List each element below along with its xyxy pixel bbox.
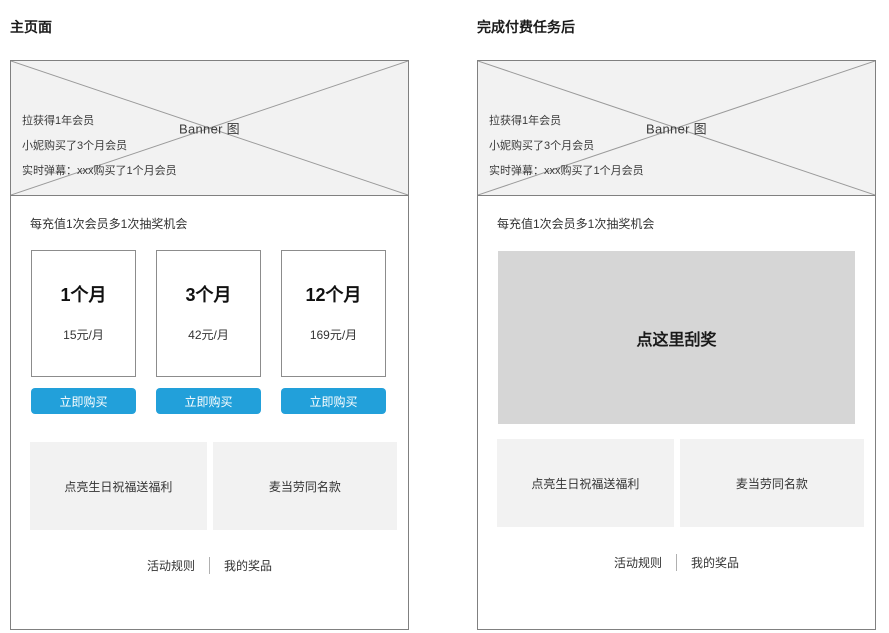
panel-title-home: 主页面	[10, 19, 52, 35]
banner-line-referral: 拉获得1年会员	[22, 115, 95, 127]
banner-text-lines: 拉获得1年会员 小妮购买了3个月会员 实时弹幕：xxx购买了1个月会员	[489, 115, 644, 178]
plan-duration: 3个月	[185, 285, 232, 305]
buy-button-1month[interactable]: 立即购买	[31, 388, 136, 414]
phone-frame-after-paid-task: Banner 图 拉获得1年会员 小妮购买了3个月会员 实时弹幕：xxx购买了1…	[477, 60, 876, 630]
banner-placeholder: Banner 图 拉获得1年会员 小妮购买了3个月会员 实时弹幕：xxx购买了1…	[478, 61, 875, 196]
promo-tiles: 点亮生日祝福送福利 麦当劳同名款	[497, 439, 875, 527]
footer-links: 活动规则 我的奖品	[11, 557, 408, 574]
plan-duration: 1个月	[60, 285, 107, 305]
plan-price: 42元/月	[188, 328, 229, 342]
phone-body-after-paid-task: 每充值1次会员多1次抽奖机会 点这里刮奖 点亮生日祝福送福利 麦当劳同名款 活动…	[478, 217, 875, 571]
promo-tiles: 点亮生日祝福送福利 麦当劳同名款	[30, 442, 408, 530]
phone-body-home: 每充值1次会员多1次抽奖机会 1个月 15元/月 立即购买 3个月 42元/月 …	[11, 217, 408, 574]
scratch-card-area[interactable]: 点这里刮奖	[498, 251, 855, 424]
banner-placeholder: Banner 图 拉获得1年会员 小妮购买了3个月会员 实时弹幕：xxx购买了1…	[11, 61, 408, 196]
tile-birthday-blessing[interactable]: 点亮生日祝福送福利	[30, 442, 207, 530]
banner-cross-icon	[478, 61, 875, 195]
banner-line-purchase: 小妮购买了3个月会员	[489, 140, 595, 152]
link-activity-rules[interactable]: 活动规则	[613, 555, 662, 570]
banner-label: Banner 图	[646, 121, 707, 137]
banner-cross-icon	[11, 61, 408, 195]
tile-mcdonalds-same-style[interactable]: 麦当劳同名款	[679, 439, 864, 527]
buy-button-3month[interactable]: 立即购买	[156, 388, 261, 414]
plan-price: 169元/月	[309, 328, 358, 342]
plan-card-12month[interactable]: 12个月 169元/月	[281, 250, 386, 377]
plan-item: 12个月 169元/月 立即购买	[281, 250, 386, 414]
banner-label: Banner 图	[179, 121, 240, 137]
footer-divider	[209, 557, 210, 574]
tile-mcdonalds-same-style[interactable]: 麦当劳同名款	[212, 442, 397, 530]
plan-list: 1个月 15元/月 立即购买 3个月 42元/月 立即购买 12个月 169	[11, 250, 408, 414]
banner-line-purchase: 小妮购买了3个月会员	[22, 140, 128, 152]
link-my-prizes[interactable]: 我的奖品	[691, 555, 740, 570]
banner-line-referral: 拉获得1年会员	[489, 115, 562, 127]
footer-links: 活动规则 我的奖品	[478, 554, 875, 571]
banner-line-danmaku: 实时弹幕：xxx购买了1个月会员	[22, 165, 177, 177]
plan-card-1month[interactable]: 1个月 15元/月	[31, 250, 136, 377]
footer-divider	[676, 554, 677, 571]
promo-note: 每充值1次会员多1次抽奖机会	[497, 217, 655, 231]
plan-price: 15元/月	[63, 328, 104, 342]
scratch-card-label: 点这里刮奖	[636, 331, 717, 349]
phone-frame-home: Banner 图 拉获得1年会员 小妮购买了3个月会员 实时弹幕：xxx购买了1…	[10, 60, 409, 630]
plan-card-3month[interactable]: 3个月 42元/月	[156, 250, 261, 377]
link-activity-rules[interactable]: 活动规则	[146, 558, 195, 573]
tile-birthday-blessing[interactable]: 点亮生日祝福送福利	[497, 439, 674, 527]
promo-note: 每充值1次会员多1次抽奖机会	[30, 217, 188, 231]
banner-text-lines: 拉获得1年会员 小妮购买了3个月会员 实时弹幕：xxx购买了1个月会员	[22, 115, 177, 178]
plan-item: 3个月 42元/月 立即购买	[156, 250, 261, 414]
panel-title-after-paid-task: 完成付费任务后	[477, 19, 575, 35]
banner-line-danmaku: 实时弹幕：xxx购买了1个月会员	[489, 165, 644, 177]
link-my-prizes[interactable]: 我的奖品	[224, 558, 273, 573]
buy-button-12month[interactable]: 立即购买	[281, 388, 386, 414]
plan-duration: 12个月	[305, 285, 362, 305]
plan-item: 1个月 15元/月 立即购买	[31, 250, 136, 414]
